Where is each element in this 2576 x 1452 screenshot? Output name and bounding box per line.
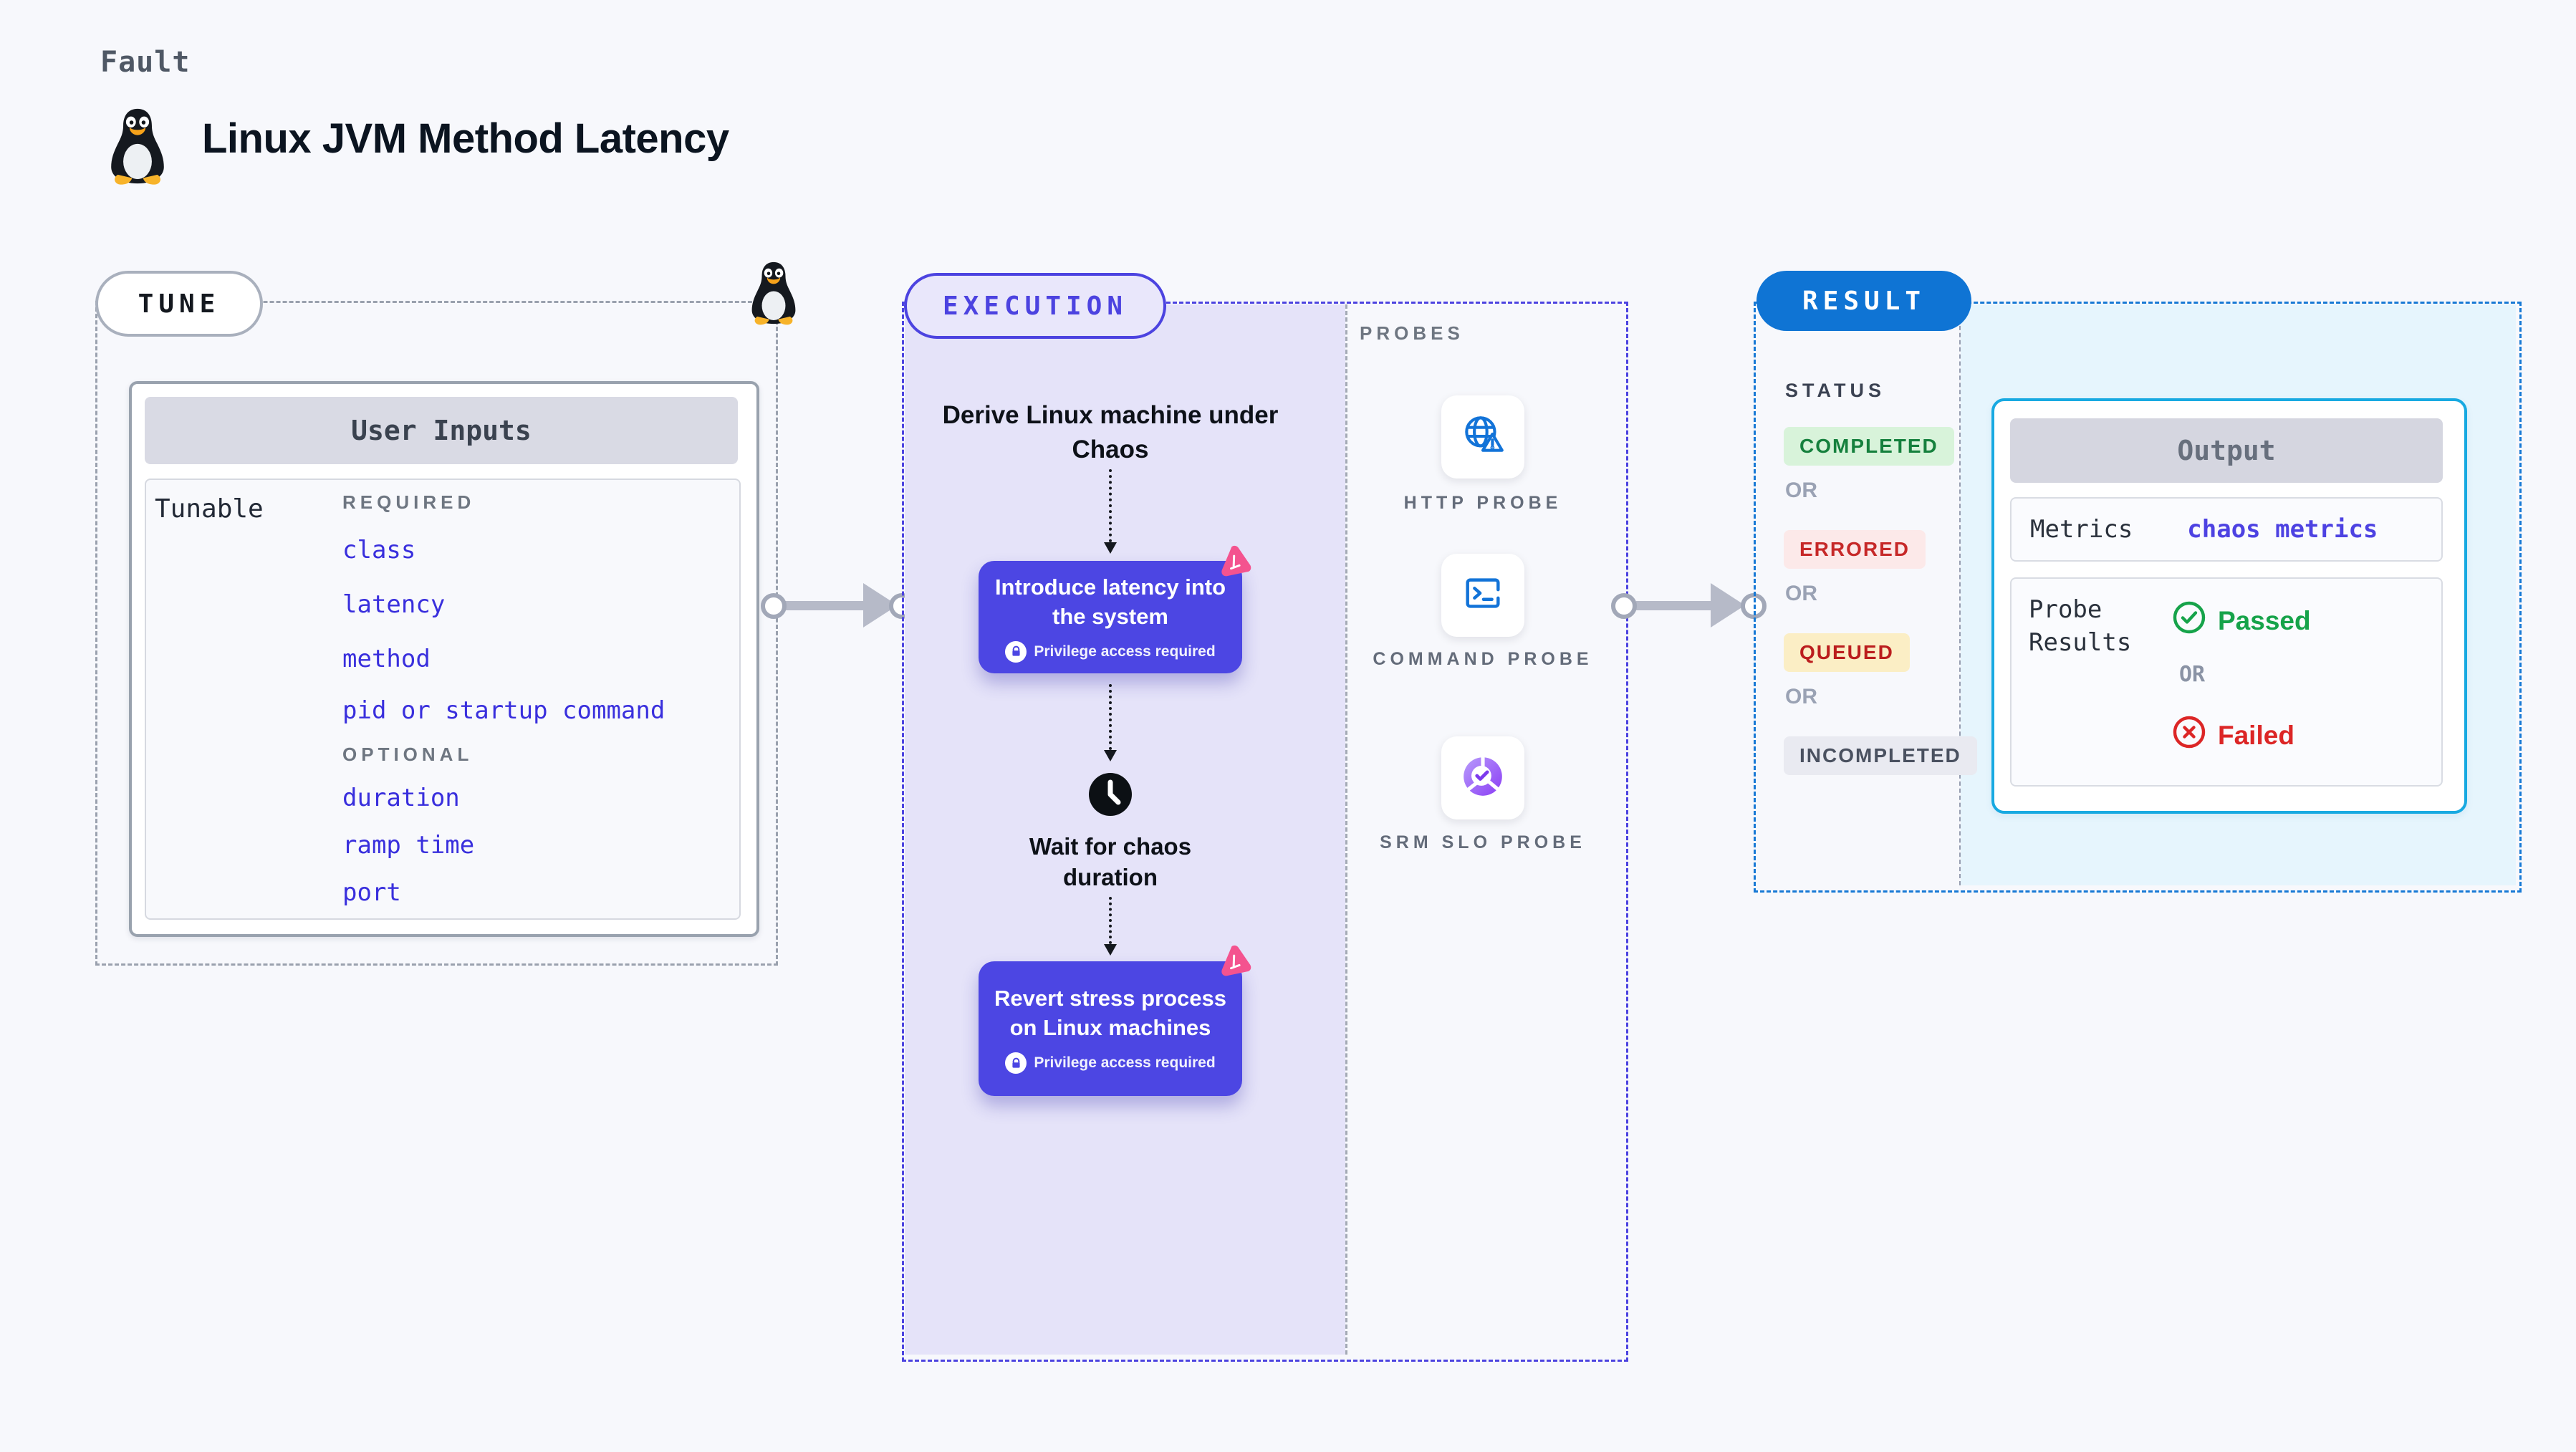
or-label: OR xyxy=(2179,662,2206,687)
required-group-label: REQUIRED xyxy=(342,491,476,513)
optional-group-label: OPTIONAL xyxy=(342,744,474,765)
lock-icon xyxy=(1005,1052,1027,1074)
probe-card-srm-slo xyxy=(1441,736,1524,819)
metrics-row: Metrics chaos metrics xyxy=(2010,497,2443,562)
node-title: Revert stress process on Linux machines xyxy=(994,986,1226,1040)
output-title: Output xyxy=(2010,418,2443,483)
tunable-item: pid or startup command xyxy=(342,696,665,725)
failed-label: Failed xyxy=(2218,720,2294,750)
status-badge-incompleted: INCOMPLETED xyxy=(1784,736,1977,775)
probe-card-http xyxy=(1441,395,1524,479)
or-label: OR xyxy=(1785,582,1817,605)
tunable-item: latency xyxy=(342,590,446,619)
tunable-item: port xyxy=(342,878,401,907)
tux-penguin-icon-small xyxy=(746,259,801,330)
flow-node-revert-stress: Revert stress process on Linux machines … xyxy=(979,961,1242,1096)
tune-region-outline xyxy=(95,301,778,966)
flow-node-introduce-latency: Introduce latency into the system Privil… xyxy=(979,561,1242,673)
privilege-note: Privilege access required xyxy=(1005,640,1216,663)
down-arrow xyxy=(1104,469,1117,554)
x-circle-icon xyxy=(2172,715,2206,756)
or-label: OR xyxy=(1785,685,1817,708)
probes-separator xyxy=(1345,304,1347,1355)
probe-card-command xyxy=(1441,554,1524,637)
clock-icon xyxy=(1087,771,1133,821)
probe-label: SRM SLO PROBE xyxy=(1380,832,1586,852)
metrics-label: Metrics xyxy=(2030,515,2133,544)
connector-port xyxy=(1611,593,1637,619)
result-separator xyxy=(1959,304,1961,885)
node-title: Introduce latency into the system xyxy=(994,574,1226,629)
wait-step-label: Wait for chaos duration xyxy=(1029,833,1192,890)
privilege-note-text: Privilege access required xyxy=(1034,643,1216,660)
user-inputs-title: User Inputs xyxy=(145,397,738,464)
down-arrow xyxy=(1104,897,1117,956)
chaos-pink-icon xyxy=(1214,542,1256,587)
chaos-pink-icon xyxy=(1214,942,1256,986)
tunable-item: duration xyxy=(342,784,460,812)
probes-heading: PROBES xyxy=(1360,322,1464,344)
result-section-badge: RESULT xyxy=(1756,271,1971,331)
status-badge-completed: COMPLETED xyxy=(1784,427,1954,466)
probe-results-row xyxy=(2010,577,2443,787)
flow-start-label: Derive Linux machine under Chaos xyxy=(942,401,1279,463)
execution-section-badge: EXECUTION xyxy=(904,273,1166,339)
failed-result: Failed xyxy=(2172,715,2294,756)
passed-label: Passed xyxy=(2218,605,2311,635)
result-region-outline xyxy=(1754,302,2522,893)
tune-section-badge: TUNE xyxy=(95,271,263,337)
fault-eyebrow: Fault xyxy=(100,46,191,79)
terminal-icon xyxy=(1461,572,1505,620)
probe-label: COMMAND PROBE xyxy=(1373,649,1593,669)
privilege-note: Privilege access required xyxy=(1005,1052,1216,1074)
slo-donut-icon xyxy=(1459,753,1506,804)
flow-arrow-shaft xyxy=(1636,601,1715,610)
execution-region-outline xyxy=(902,302,1628,1362)
tunable-item: ramp time xyxy=(342,831,475,860)
page-title: Linux JVM Method Latency xyxy=(202,115,729,162)
execution-flow-panel xyxy=(905,304,1345,1355)
connector-port xyxy=(761,593,787,619)
lock-icon xyxy=(1005,640,1027,663)
flow-arrow-shaft xyxy=(782,601,868,610)
probe-label: HTTP PROBE xyxy=(1403,493,1562,513)
flow-arrowhead xyxy=(1711,583,1745,628)
tunable-item: class xyxy=(342,536,416,564)
passed-result: Passed xyxy=(2172,600,2311,641)
tunable-row-label: Tunable xyxy=(155,494,264,524)
status-heading: STATUS xyxy=(1785,380,1885,401)
globe-alert-icon xyxy=(1459,412,1506,463)
tunables-panel xyxy=(145,479,741,920)
tux-penguin-icon xyxy=(105,106,170,190)
status-badge-errored: ERRORED xyxy=(1784,530,1926,569)
down-arrow xyxy=(1104,684,1117,761)
or-label: OR xyxy=(1785,479,1817,502)
tunable-item: method xyxy=(342,645,431,673)
metrics-value-link: chaos metrics xyxy=(2187,515,2378,544)
privilege-note-text: Privilege access required xyxy=(1034,1054,1216,1071)
probe-results-label: Probe Results xyxy=(2029,595,2132,657)
check-circle-icon xyxy=(2172,600,2206,641)
status-badge-queued: QUEUED xyxy=(1784,633,1910,672)
